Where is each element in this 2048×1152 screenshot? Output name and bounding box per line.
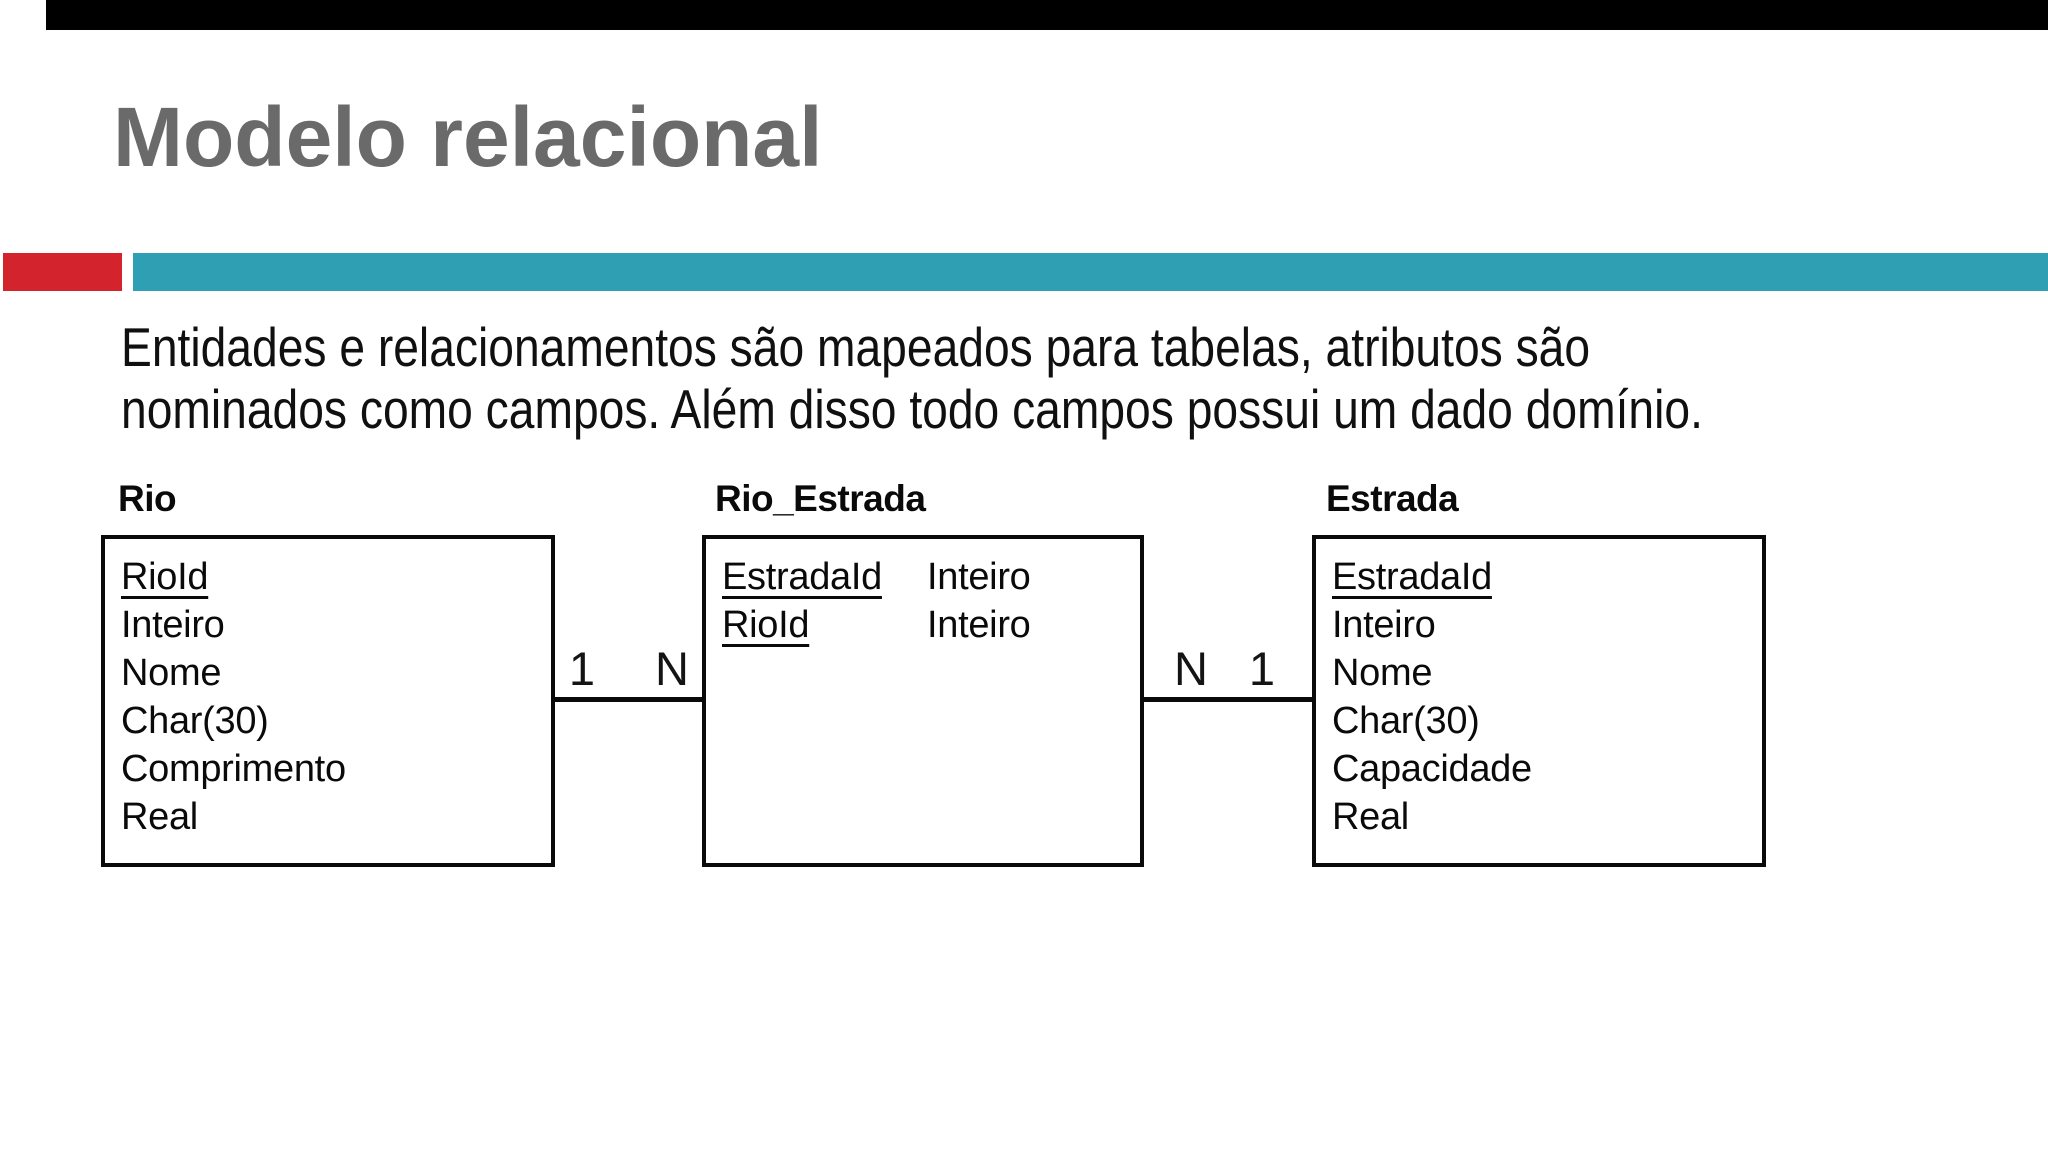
cardinality-label-1: 1 [1248, 642, 1276, 695]
cardinality-label-1: 1 [568, 642, 596, 695]
field-row: Inteiro [121, 604, 225, 646]
field-list: RioId Inteiro Nome Char(30) Comprimento … [105, 539, 551, 841]
field-row: Char(30) [121, 700, 269, 742]
table-title-rio: Rio [118, 478, 177, 519]
field-row: EstradaId [1332, 553, 1762, 601]
field-row: Nome [1332, 652, 1433, 694]
entity-box-estrada: EstradaId Inteiro Nome Char(30) Capacida… [1312, 535, 1766, 867]
relationship-line-rioestrada-estrada [1142, 697, 1314, 702]
field-row: Capacidade [1332, 748, 1532, 790]
body-line-2: nominados como campos. Além disso todo c… [121, 378, 1703, 440]
cardinality-label-n: N [1174, 642, 1208, 695]
field-row: Nome [121, 652, 222, 694]
field-list: EstradaId Inteiro Nome Char(30) Capacida… [1316, 539, 1762, 841]
cardinality-label-n: N [655, 642, 689, 695]
field-row: RioId Inteiro [722, 601, 1140, 649]
field-row: Real [121, 796, 198, 838]
field-row: Inteiro [1332, 604, 1436, 646]
field-type: Inteiro [927, 604, 1031, 646]
slide-title: Modelo relacional [113, 90, 823, 184]
field-type: Inteiro [927, 556, 1031, 598]
accent-bar-red [3, 253, 122, 291]
body-paragraph: Entidades e relacionamentos são mapeados… [121, 316, 1703, 440]
entity-box-rio: RioId Inteiro Nome Char(30) Comprimento … [101, 535, 555, 867]
field-name: EstradaId [1332, 556, 1492, 598]
field-name: RioId [121, 556, 209, 598]
field-name: RioId [722, 604, 810, 646]
table-title-rio-estrada: Rio_Estrada [715, 478, 926, 519]
relationship-line-rio-rioestrada [553, 697, 704, 702]
field-row: EstradaId Inteiro [722, 553, 1140, 601]
body-line-1: Entidades e relacionamentos são mapeados… [121, 316, 1591, 378]
field-row: Char(30) [1332, 700, 1480, 742]
accent-bar-teal [133, 253, 2048, 291]
field-name: EstradaId [722, 556, 882, 598]
field-row: Real [1332, 796, 1409, 838]
field-row: RioId [121, 553, 551, 601]
table-title-estrada: Estrada [1326, 478, 1459, 519]
field-row: Comprimento [121, 748, 346, 790]
top-letterbox-bar [46, 0, 2048, 30]
